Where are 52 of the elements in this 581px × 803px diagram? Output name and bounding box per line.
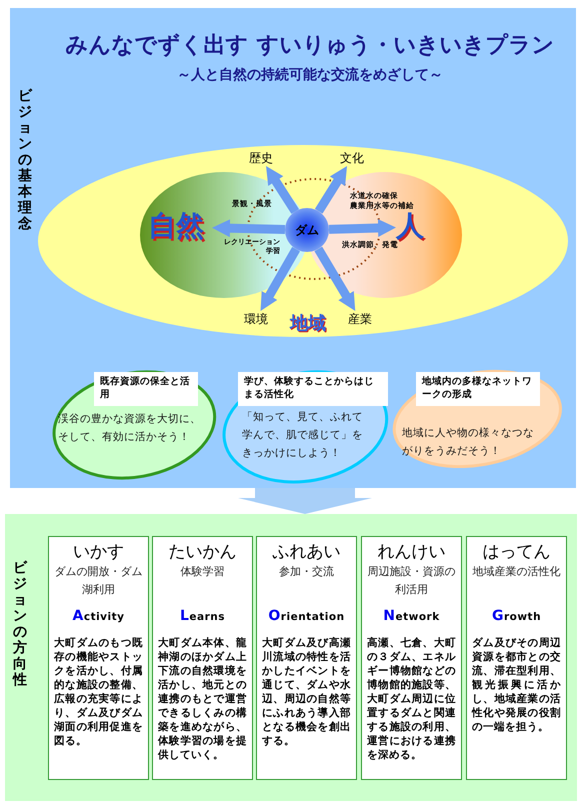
card-body: 高瀬、七倉、大町の３ダム、エネルギー博物館などの博物館的施設等、大町ダム周辺に位置するダムと関連する施設の利用、運営における連携を深める。 — [367, 636, 456, 762]
card-title: はってん — [482, 541, 552, 563]
arrow — [328, 219, 396, 237]
card-subtitle: 周辺施設・資源の利活用 — [367, 564, 456, 598]
arrow — [212, 219, 286, 238]
aspect-text: 環境 — [242, 311, 270, 327]
aspect-text: 歴史 — [247, 150, 275, 166]
card-subtitle: 地域産業の活性化 — [472, 564, 561, 580]
aspect-text: 文化 — [338, 150, 366, 166]
card-title: ふれあい — [272, 541, 342, 563]
arrow — [266, 166, 299, 214]
vision-panel — [10, 8, 576, 488]
aspect-text: 産業 — [346, 311, 374, 327]
arrow — [314, 246, 356, 312]
card-body: 大町ダム本体、龍神湖のほかダム上下流の自然環境を活かし、地元との連携のもとで運営できるしくみの構築を進めながら、体験学習の場を提供していく。 — [158, 636, 247, 762]
direction-card — [152, 536, 253, 780]
vertical-heading: ビジョンの基本理念 — [18, 88, 33, 232]
arrow — [238, 488, 372, 514]
card-subtitle: 体験学習 — [180, 564, 226, 580]
direction-card — [466, 536, 567, 780]
vertical-heading: ビジョンの方向性 — [13, 560, 28, 688]
card-body: 大町ダム及び高瀬川流域の特性を活かしたイベントを通じて、ダムや水辺、周辺の自然等にふれあう導入部となる機会を創出する。 — [262, 636, 351, 748]
keyword: Learns — [178, 607, 226, 626]
card-subtitle: 参加・交流 — [278, 564, 335, 580]
card-title: いかす — [72, 541, 125, 563]
bubble-heading: 学び、体験することからはじまる活性化 — [238, 372, 388, 406]
subtitle: ～人と自然の持続可能な交流をめざして～ — [176, 66, 444, 84]
bubble-text: 地域に人や物の様々なつながりをうみだそう！ — [402, 426, 535, 459]
bubble-heading: 既存資源の保全と活用 — [94, 372, 198, 406]
card-title: れんけい — [376, 541, 446, 563]
keyword: Network — [382, 607, 441, 626]
card-subtitle: ダムの開放・ダム湖利用 — [54, 564, 143, 598]
big-word: 人 — [396, 208, 432, 246]
keyword: Orientation — [267, 607, 346, 626]
dam-label: ダム — [294, 222, 320, 238]
big-word: 自然 — [148, 208, 212, 246]
title: みんなでずく出す すいりゅう・いきいきプラン — [64, 32, 556, 60]
bubble-text: 「知って、見て、ふれて学んで、肌で感じて」をきっかけにしよう！ — [242, 410, 364, 461]
arrow — [260, 246, 300, 312]
arrow — [314, 166, 348, 214]
keyword: Growth — [490, 607, 542, 626]
bubble-text: 渓谷の豊かな資源を大切に、そして、有効に活かそう！ — [58, 412, 202, 445]
keyword: Activity — [72, 607, 126, 626]
direction-card — [361, 536, 462, 780]
direction-card — [48, 536, 149, 780]
card-body: ダム及びその周辺資源を都市との交流、滞在型利用、観光振興に活かし、地域産業の活性化や発展の役割の一端を担う。 — [472, 636, 561, 734]
card-body: 大町ダムのもつ既存の機能やストックを活かし、付属的な施設の整備、広報の充実等により、ダム及びダム湖面の利用促進を図る。 — [54, 636, 143, 748]
direction-panel — [5, 514, 577, 801]
region-title: 地域 — [290, 312, 326, 335]
direction-card — [256, 536, 357, 780]
bubble-heading: 地域内の多様なネットワークの形成 — [416, 372, 540, 406]
card-title: たいかん — [168, 541, 238, 563]
